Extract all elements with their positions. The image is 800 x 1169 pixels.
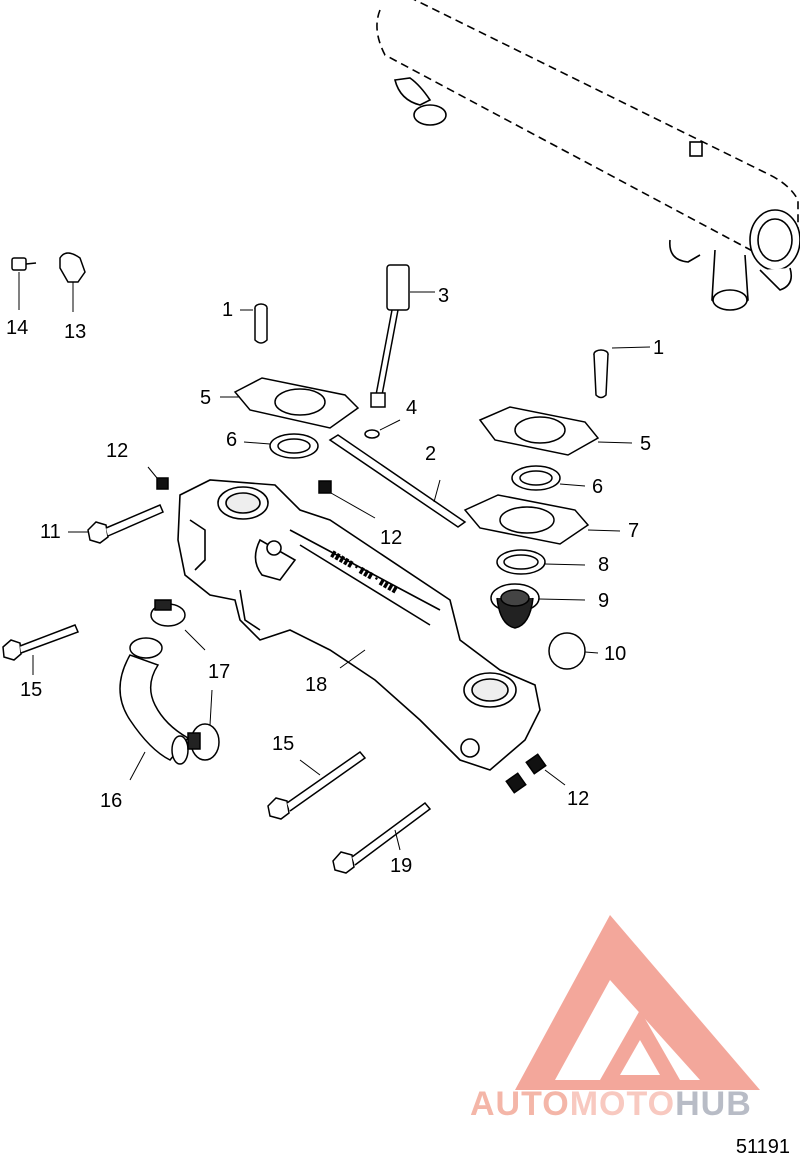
manifold-18: ▮▮▮▮▮ ▪ ▮▮▮ ▪ ▮▮▮▮ xyxy=(177,479,541,771)
hose-clamps-17 xyxy=(150,599,220,761)
callout-13: 13 xyxy=(64,321,87,343)
plate-7 xyxy=(463,494,621,545)
callout-6-right: 6 xyxy=(592,476,604,498)
callout-8: 8 xyxy=(598,554,610,576)
flange-5-right xyxy=(478,406,633,456)
callout-1-right: 1 xyxy=(653,337,665,359)
clip-13 xyxy=(59,252,86,312)
callout-10: 10 xyxy=(604,643,627,665)
callout-1-left: 1 xyxy=(222,299,234,321)
watermark-logo-triangle xyxy=(515,915,760,1090)
bolt-11 xyxy=(68,504,164,544)
plug-12-top xyxy=(147,466,169,490)
callout-3: 3 xyxy=(438,285,450,307)
callout-4: 4 xyxy=(406,397,418,419)
gasket-strip-2 xyxy=(328,434,467,528)
callout-5-left: 5 xyxy=(200,387,212,409)
callout-19: 19 xyxy=(390,855,413,877)
screw-1-left xyxy=(240,303,268,344)
screw-14 xyxy=(11,257,37,310)
gasket-6-left xyxy=(243,433,319,459)
bolt-15-middle xyxy=(267,750,367,820)
callout-14: 14 xyxy=(6,317,29,339)
plug-12-middle xyxy=(318,480,376,519)
callout-16: 16 xyxy=(100,790,123,812)
callout-12-middle: 12 xyxy=(380,527,403,549)
callout-9: 9 xyxy=(598,590,610,612)
watermark-logo-text: AUTOMOTOHUB xyxy=(470,1085,752,1124)
sensor-3 xyxy=(370,264,435,408)
callout-5-right: 5 xyxy=(640,433,652,455)
callout-17: 17 xyxy=(208,661,231,683)
plugs-12-bottom xyxy=(505,753,566,794)
gasket-6-right xyxy=(511,465,586,491)
seal-8 xyxy=(496,549,586,575)
flange-5-left xyxy=(220,377,360,429)
hose-16 xyxy=(119,637,190,781)
thermostat-9 xyxy=(490,583,586,629)
screw-1-right xyxy=(593,346,651,399)
callout-11: 11 xyxy=(40,521,61,543)
callout-12-bottom: 12 xyxy=(567,788,590,810)
watermark-hub: HUB xyxy=(675,1085,752,1123)
callout-15-left: 15 xyxy=(20,679,43,701)
callout-15-middle: 15 xyxy=(272,733,295,755)
callout-12-top: 12 xyxy=(106,440,129,462)
bolt-15-left xyxy=(2,624,80,675)
o-ring-10 xyxy=(548,632,599,670)
watermark-auto: AUTO xyxy=(470,1085,570,1123)
watermark-moto: MOTO xyxy=(569,1085,676,1123)
o-ring-4 xyxy=(364,419,401,439)
callout-7: 7 xyxy=(628,520,640,542)
callout-2: 2 xyxy=(425,443,437,465)
bolt-19 xyxy=(332,801,432,874)
heat-exchanger xyxy=(376,0,800,311)
callout-6-left: 6 xyxy=(226,429,238,451)
figure-number: 51191 xyxy=(735,1136,790,1158)
callout-18: 18 xyxy=(305,674,328,696)
